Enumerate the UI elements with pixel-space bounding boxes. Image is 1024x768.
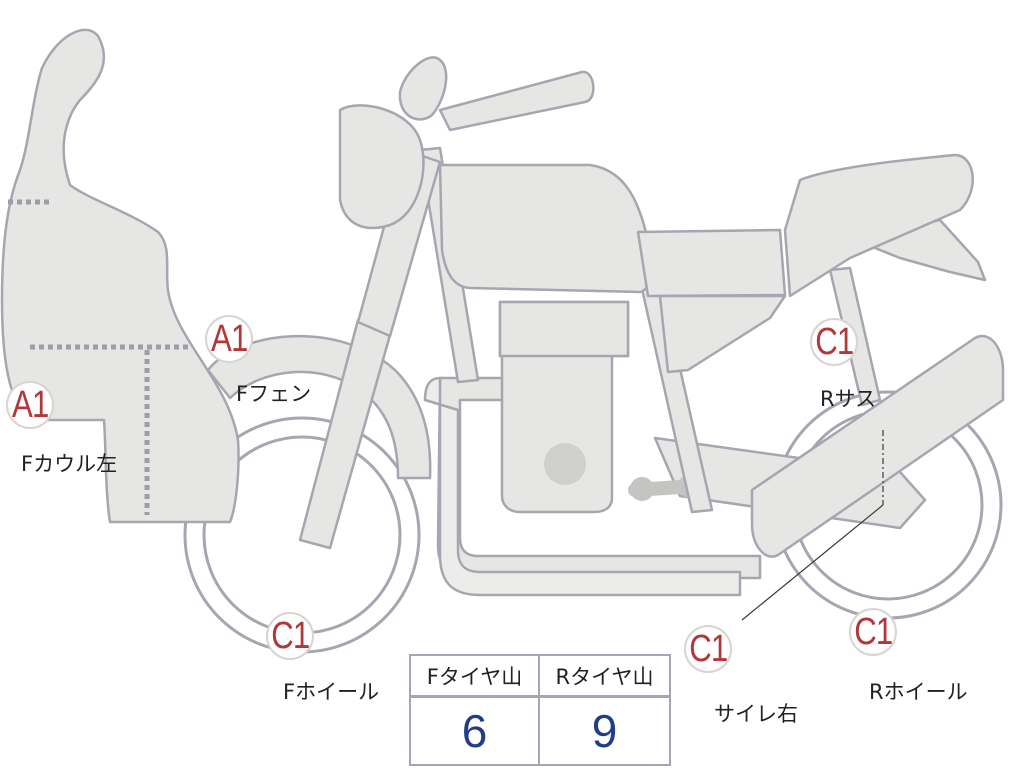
damage-badge-front-cowl-left: A1 bbox=[6, 381, 54, 429]
muffler-leader bbox=[741, 504, 884, 621]
seat bbox=[636, 228, 787, 298]
front-cowl bbox=[0, 28, 240, 524]
label-front-wheel: Fホイール bbox=[283, 680, 380, 704]
seat-top bbox=[783, 153, 974, 298]
headlight bbox=[338, 104, 425, 230]
label-rear-suspension: Rサス bbox=[820, 387, 877, 411]
damage-badge-muffler-right: C1 bbox=[684, 625, 732, 673]
exhaust-pipe-2 bbox=[423, 376, 742, 597]
handlebar bbox=[438, 70, 595, 132]
label-front-cowl-left: Fカウル左 bbox=[21, 452, 118, 476]
tire-tread-table: Fタイヤ山 Rタイヤ山 6 9 bbox=[409, 654, 671, 766]
damage-badge-rear-wheel: C1 bbox=[849, 608, 897, 656]
fork-upper bbox=[356, 148, 442, 338]
label-rear-wheel: Rホイール bbox=[869, 680, 968, 704]
damage-badge-front-wheel: C1 bbox=[266, 612, 314, 660]
foot-peg-start bbox=[630, 477, 654, 501]
damage-badge-front-fender: A1 bbox=[205, 315, 253, 363]
engine-head bbox=[498, 300, 630, 358]
rear-tread-header: Rタイヤ山 bbox=[540, 656, 669, 698]
side-panel bbox=[658, 294, 787, 374]
front-tread-value: 6 bbox=[411, 698, 540, 764]
engine-cover bbox=[544, 443, 586, 485]
fuel-tank bbox=[438, 163, 654, 294]
front-tread-header: Fタイヤ山 bbox=[411, 656, 540, 698]
damage-badge-rear-suspension: C1 bbox=[810, 318, 858, 366]
rear-tread-value: 9 bbox=[591, 705, 618, 757]
label-front-fender: Fフェン bbox=[236, 382, 312, 406]
muffler bbox=[750, 334, 1005, 558]
label-muffler-right: サイレ右 bbox=[714, 702, 798, 726]
mirror bbox=[398, 56, 448, 121]
